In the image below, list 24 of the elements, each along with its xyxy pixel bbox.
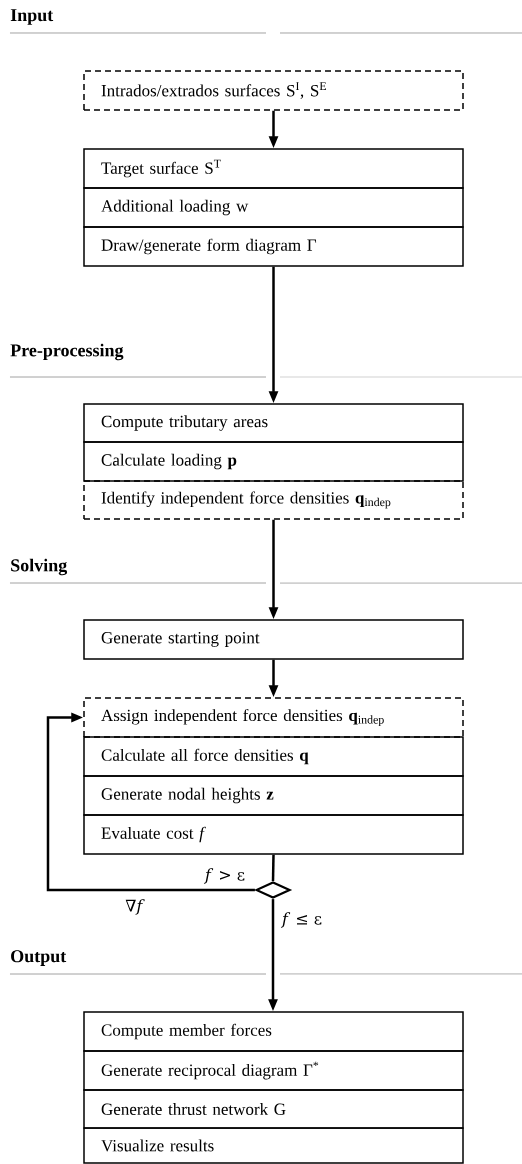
process-box: Assign independent force densities q$_{indep}$ (83, 697, 464, 738)
process-box: Generate thrust network G (83, 1089, 464, 1129)
section-heading: Solving (11, 558, 68, 576)
arrow (46, 712, 255, 892)
process-box: Calculate loading p (83, 441, 464, 482)
process-box: Compute member forces (83, 1011, 464, 1052)
process-box: Intrados/extrados surfaces S$^{I}$, S$^{E}$ (83, 70, 464, 111)
process-box: Target surface S$^{T}$ (83, 148, 464, 189)
process-box: Identify independent force densities q$_{indep}$ (83, 480, 464, 520)
section-heading: Input (10, 9, 54, 25)
process-box: Draw/generate form diagram Γ (83, 226, 464, 267)
process-box: Visualize results (83, 1127, 464, 1164)
section-heading: Output (11, 950, 67, 966)
loop-label: ∇f (125, 899, 145, 915)
process-box: Generate nodal heights z (83, 775, 464, 816)
section-heading: Pre-processing (10, 343, 124, 361)
process-box: Generate starting point (83, 619, 464, 660)
edge-label: f ≤ ε (280, 911, 324, 929)
process-box: Generate reciprocal diagram Γ$^{*}$ (83, 1050, 464, 1091)
process-box: Calculate all force densities q (83, 736, 464, 777)
process-box: Evaluate cost f (83, 814, 464, 855)
process-box: Additional loading w (83, 187, 464, 228)
process-box: Compute tributary areas (83, 403, 464, 443)
edge-label: f > ε (203, 867, 247, 885)
